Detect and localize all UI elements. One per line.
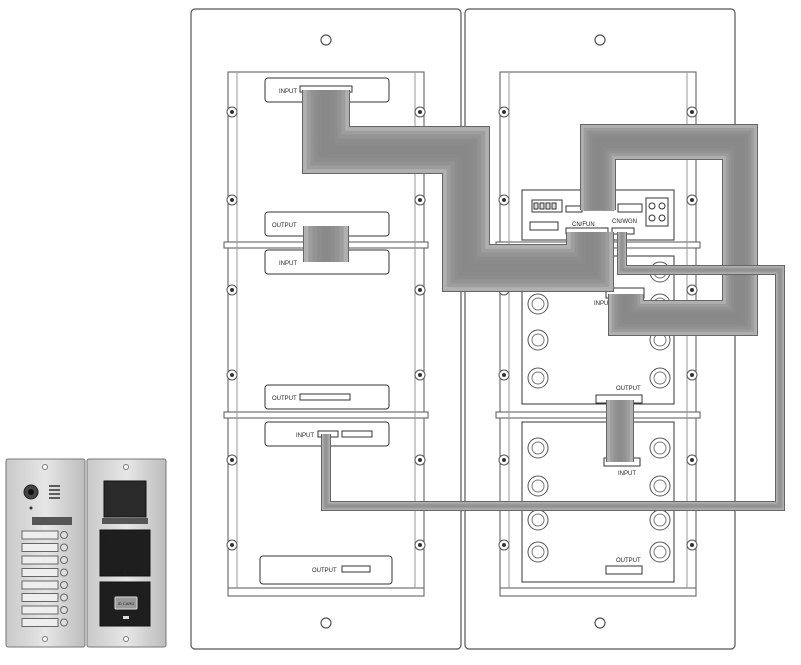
label-left-output-2: OUTPUT	[272, 396, 297, 402]
label-cn-fun: CN/FUN	[572, 222, 595, 228]
name-label	[21, 530, 59, 540]
name-label	[21, 580, 59, 590]
camera-window	[103, 480, 147, 518]
thumbnail-door-station: 1 2 3 4 5 6 7 8 9 * 0 # A ▲ B ID CARD ( )	[5, 458, 167, 648]
label-left-output-1: OUTPUT	[272, 223, 297, 229]
keypad-key: 2	[123, 537, 127, 543]
name-label	[21, 555, 59, 565]
keypad-key: 6	[138, 546, 142, 552]
left-frame-screws	[226, 106, 426, 551]
keypad-key: 8	[123, 555, 127, 561]
right-output-connector	[605, 565, 643, 575]
label-right-input-1: INPUT	[594, 301, 612, 307]
keypad-key: 7	[108, 555, 112, 561]
keypad-key: ▲	[122, 570, 128, 576]
keypad-key: 9	[138, 555, 142, 561]
name-label	[21, 543, 59, 552]
name-label	[21, 618, 59, 627]
label-right-output-2: OUTPUT	[616, 558, 641, 564]
keypad-key: 0	[123, 564, 127, 570]
keypad-key: 4	[108, 546, 112, 552]
wifi-right-icon: )	[143, 601, 145, 608]
wifi-left-icon: (	[106, 601, 109, 608]
label-left-input-1: INPUT	[279, 89, 297, 95]
call-button-icon	[60, 556, 68, 564]
keypad-key: *	[109, 564, 112, 570]
status-indicator-bar	[32, 517, 72, 525]
call-button-icon	[60, 531, 68, 539]
name-label	[21, 593, 59, 602]
label-right-output-1: OUTPUT	[616, 386, 641, 392]
keypad-key: B	[140, 570, 144, 576]
name-label	[21, 568, 59, 577]
label-right-input-2: INPUT	[618, 471, 636, 477]
keypad-key: A	[106, 570, 110, 576]
call-button-icon	[60, 606, 68, 614]
label-left-output-3: OUTPUT	[312, 568, 337, 574]
keypad	[99, 529, 151, 577]
name-label	[21, 605, 59, 615]
terminal-block	[645, 197, 669, 227]
left-frame-bottom-hole	[320, 617, 332, 629]
speaker-grille-icon	[49, 485, 60, 499]
id-card-icon	[114, 596, 138, 610]
keypad-status-bar	[102, 518, 148, 524]
card-label: ID CARD	[118, 601, 135, 606]
call-button-icon	[60, 593, 68, 602]
label-left-input-3: INPUT	[296, 433, 314, 439]
call-button-icon	[60, 543, 68, 552]
left-frame-top-hole	[320, 34, 332, 46]
keypad-key: 5	[123, 546, 127, 552]
call-button-icon	[60, 618, 68, 627]
right-frame-top-hole	[594, 34, 606, 46]
call-button-icon	[60, 581, 68, 589]
keypad-key: 3	[138, 537, 142, 543]
ribbon-cables	[302, 90, 785, 511]
keypad-key: #	[138, 564, 142, 570]
call-button-icon	[60, 568, 68, 577]
label-left-input-2: INPUT	[279, 261, 297, 267]
keypad-key: 1	[108, 537, 112, 543]
left-output-socket-3	[259, 555, 393, 585]
right-frame-bottom-hole	[594, 617, 606, 629]
label-cn-wgn: CN/WGN	[612, 219, 637, 225]
name-button-column	[21, 530, 68, 627]
